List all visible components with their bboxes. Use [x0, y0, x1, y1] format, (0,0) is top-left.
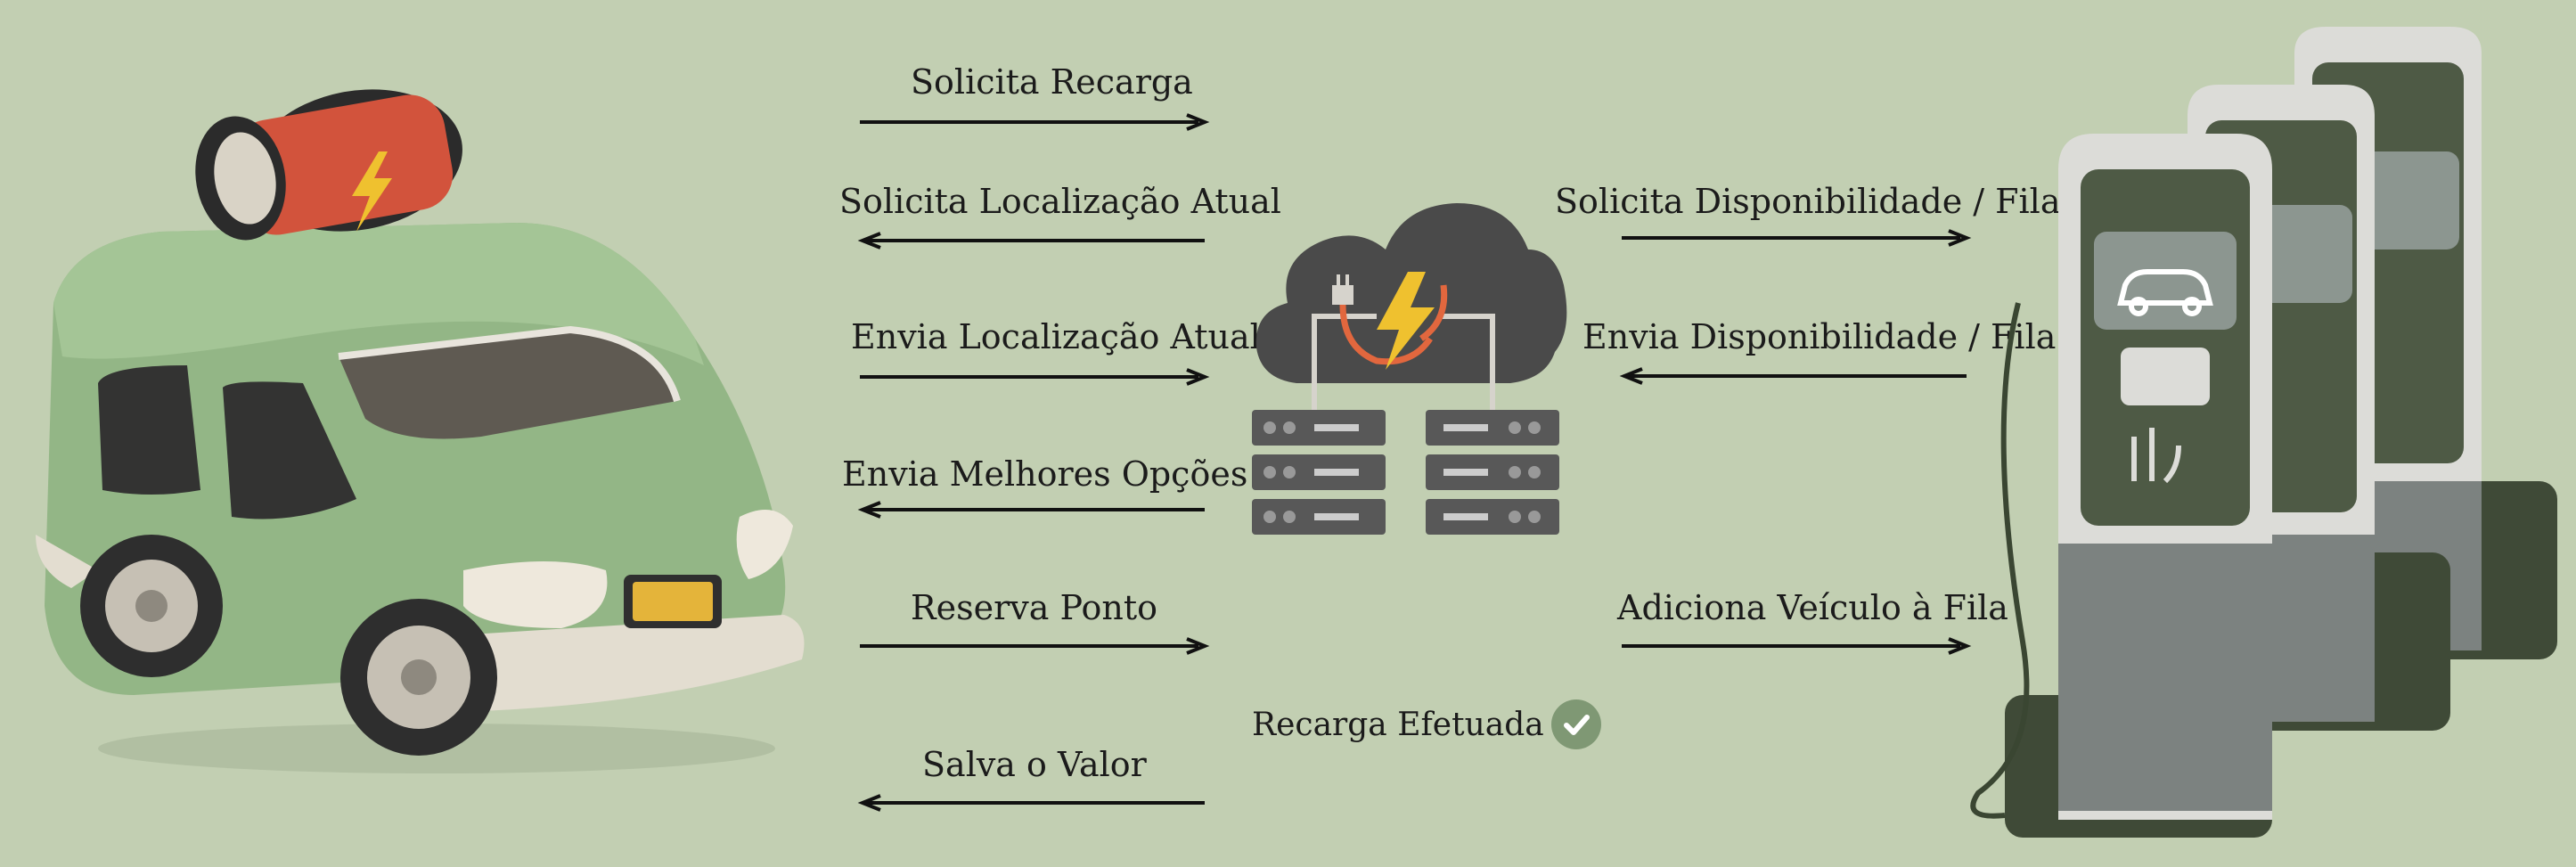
arrow-right-1	[860, 113, 1210, 131]
msg-solicita-recarga: Solicita Recarga	[911, 62, 1193, 102]
msg-reserva-ponto: Reserva Ponto	[911, 588, 1157, 627]
charging-stations-illustration	[1970, 27, 2557, 838]
arrow-right-4	[1622, 229, 1972, 247]
msg-envia-disponibilidade: Envia Disponibilidade / Fila	[1582, 317, 2057, 356]
battery-icon	[195, 89, 462, 241]
server-rack-right	[1426, 410, 1559, 535]
arrow-right-2	[860, 368, 1210, 386]
lightning-icon	[1377, 272, 1435, 370]
arrow-left-4	[1619, 367, 1967, 385]
arrow-left-3	[857, 794, 1205, 812]
arrow-right-5	[1622, 637, 1972, 655]
msg-adiciona-veiculo: Adiciona Veículo à Fila	[1617, 588, 2008, 627]
plug-icon	[1332, 274, 1448, 365]
arrow-left-2	[857, 501, 1205, 519]
car-icon	[2117, 269, 2213, 316]
check-circle-icon	[1550, 699, 1601, 749]
msg-envia-localizacao: Envia Localização Atual	[851, 317, 1261, 356]
status-label: Recarga Efetuada	[1252, 706, 1544, 743]
arrow-left-1	[857, 232, 1205, 249]
server-rack-left	[1252, 410, 1386, 535]
msg-envia-opcoes: Envia Melhores Opções	[842, 454, 1248, 494]
status-recarga-efetuada: Recarga Efetuada	[1252, 699, 1601, 749]
arrow-right-3	[860, 637, 1210, 655]
cloud-server-icon	[1252, 203, 1567, 535]
car-illustration	[36, 89, 805, 773]
charger-front	[1970, 134, 2272, 838]
msg-salva-valor: Salva o Valor	[922, 745, 1147, 784]
msg-solicita-localizacao: Solicita Localização Atual	[839, 182, 1281, 221]
msg-solicita-disponibilidade: Solicita Disponibilidade / Fila	[1555, 182, 2061, 221]
